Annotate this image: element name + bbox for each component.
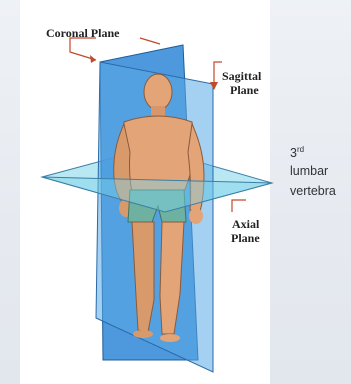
axial-plane-label-line1: Axial: [232, 218, 259, 231]
vertebra-ordinal-label: 3rd: [290, 143, 304, 160]
vertebra-ordinal-suffix: rd: [297, 145, 304, 154]
vertebra-label-vertebra: vertebra: [290, 184, 336, 198]
sagittal-plane-label-line1: Sagittal: [222, 70, 261, 83]
coronal-plane-label: Coronal Plane: [46, 27, 119, 40]
axial-plane-front: [42, 177, 272, 212]
axial-leader: [232, 200, 246, 212]
axial-plane-label-line2: Plane: [231, 232, 260, 245]
coronal-leader-right: [140, 38, 160, 44]
vertebra-label-lumbar: lumbar: [290, 164, 328, 178]
coronal-leader-left: [70, 38, 96, 60]
sagittal-plane-label-line2: Plane: [230, 84, 259, 97]
vertebra-number: 3: [290, 146, 297, 160]
